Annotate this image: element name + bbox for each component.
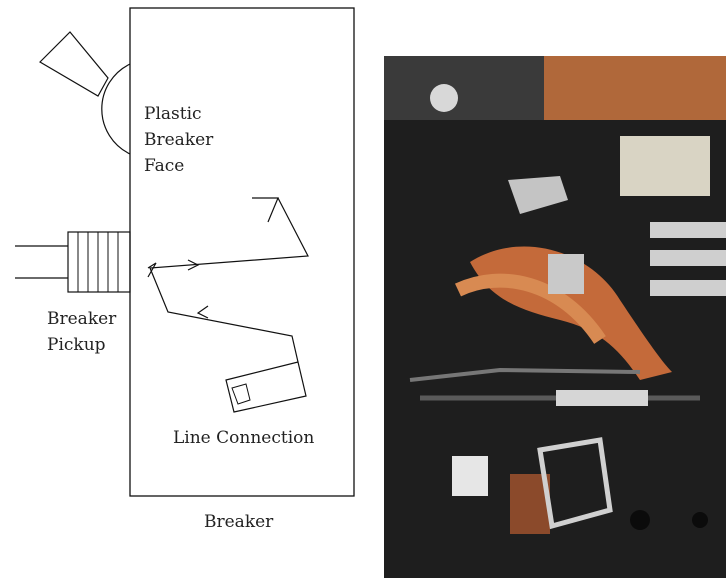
pickup-label-line-1: Breaker	[47, 306, 116, 332]
pickup-label-line-2: Pickup	[47, 332, 116, 358]
line-connection-label: Line Connection	[173, 425, 314, 451]
breaker-face-shape	[102, 64, 130, 154]
arrow-left	[148, 263, 156, 277]
plastic-breaker-face-label: Plastic Breaker Face	[144, 101, 213, 179]
breaker-pickup-shape	[15, 232, 130, 292]
arrow-upper-right	[252, 198, 278, 222]
face-label-line-2: Breaker	[144, 127, 213, 153]
face-label-line-3: Face	[144, 153, 213, 179]
breaker-box	[130, 8, 354, 496]
current-path	[150, 198, 308, 362]
breaker-face-handle	[40, 32, 108, 96]
breaker-pickup-label: Breaker Pickup	[47, 306, 116, 358]
breaker-photo	[384, 56, 726, 578]
face-label-line-1: Plastic	[144, 101, 213, 127]
breaker-label: Breaker	[204, 509, 273, 535]
line-connection-shape	[226, 362, 306, 412]
arrow-lower	[198, 306, 208, 318]
